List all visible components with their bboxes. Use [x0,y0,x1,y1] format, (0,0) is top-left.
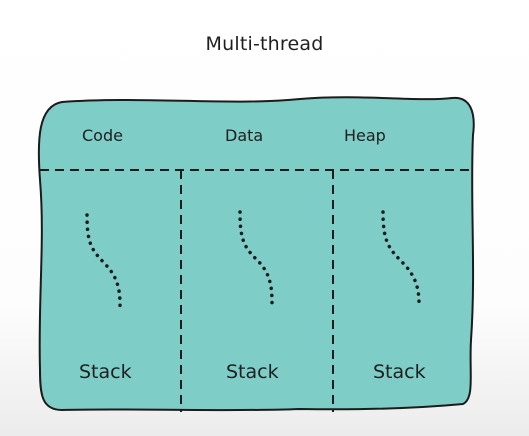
diagram-title: Multi-thread [205,33,324,55]
process-box [37,96,475,412]
data-section-label: Data [225,126,264,145]
thread-1-execution-curve [85,213,122,308]
thread-2-execution-curve [238,210,274,305]
heap-section-label: Heap [344,126,386,145]
code-section-label: Code [82,126,123,145]
thread-2-stack-label: Stack [226,361,279,383]
thread-1-stack-label: Stack [79,361,132,383]
thread-3-execution-curve [381,210,421,305]
thread-3-stack-label: Stack [373,361,426,383]
